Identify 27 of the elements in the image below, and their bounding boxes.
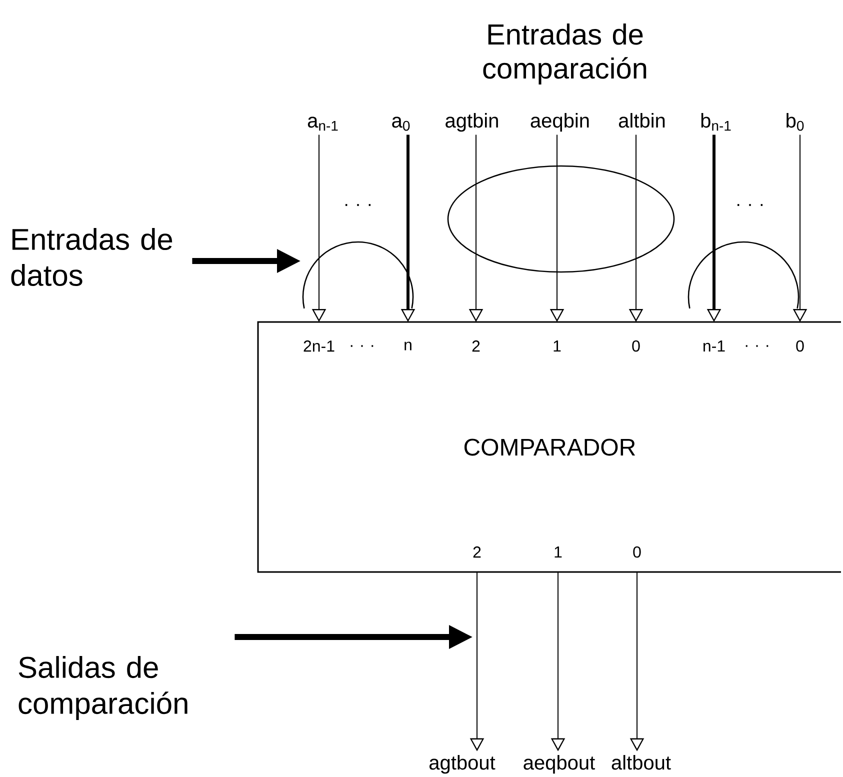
pin-number: 2 [473, 546, 481, 558]
signal-label: b$_{0}$ [786, 113, 804, 131]
pin-number: 1 [554, 340, 561, 352]
pin-number: 0 [633, 546, 641, 558]
ellipsis-dots: . . . [345, 204, 371, 206]
pin-number: 0 [796, 340, 804, 352]
signal-label: altbin [618, 113, 665, 128]
callout-text: Salidas de comparación [18, 656, 188, 720]
pin-number: 1 [554, 546, 562, 558]
pin-number: n-1 [704, 340, 725, 352]
callout-text: Entradas de datos [11, 228, 172, 286]
signal-label: aeqbout [524, 755, 595, 774]
signal-label: agtbin [446, 113, 498, 132]
pin-number: . . . [746, 345, 768, 347]
signal-label: agtbout [430, 755, 496, 774]
group-heading: Entradas de comparación [483, 23, 646, 85]
ellipsis-dots: . . . [737, 204, 763, 206]
signal-label: b$_{n-1}$ [701, 113, 731, 131]
signal-label: altbout [612, 755, 671, 770]
pin-number: 2 [472, 340, 480, 352]
signal-label: a$_{n-1}$ [308, 116, 338, 131]
signal-label: a$_{0}$ [392, 116, 410, 131]
pin-number: n [404, 342, 412, 350]
signal-label: aeqbin [530, 113, 589, 132]
pin-number: 2n-1 [304, 340, 334, 352]
pin-number: 0 [632, 340, 640, 352]
pin-number: . . . [350, 345, 374, 347]
